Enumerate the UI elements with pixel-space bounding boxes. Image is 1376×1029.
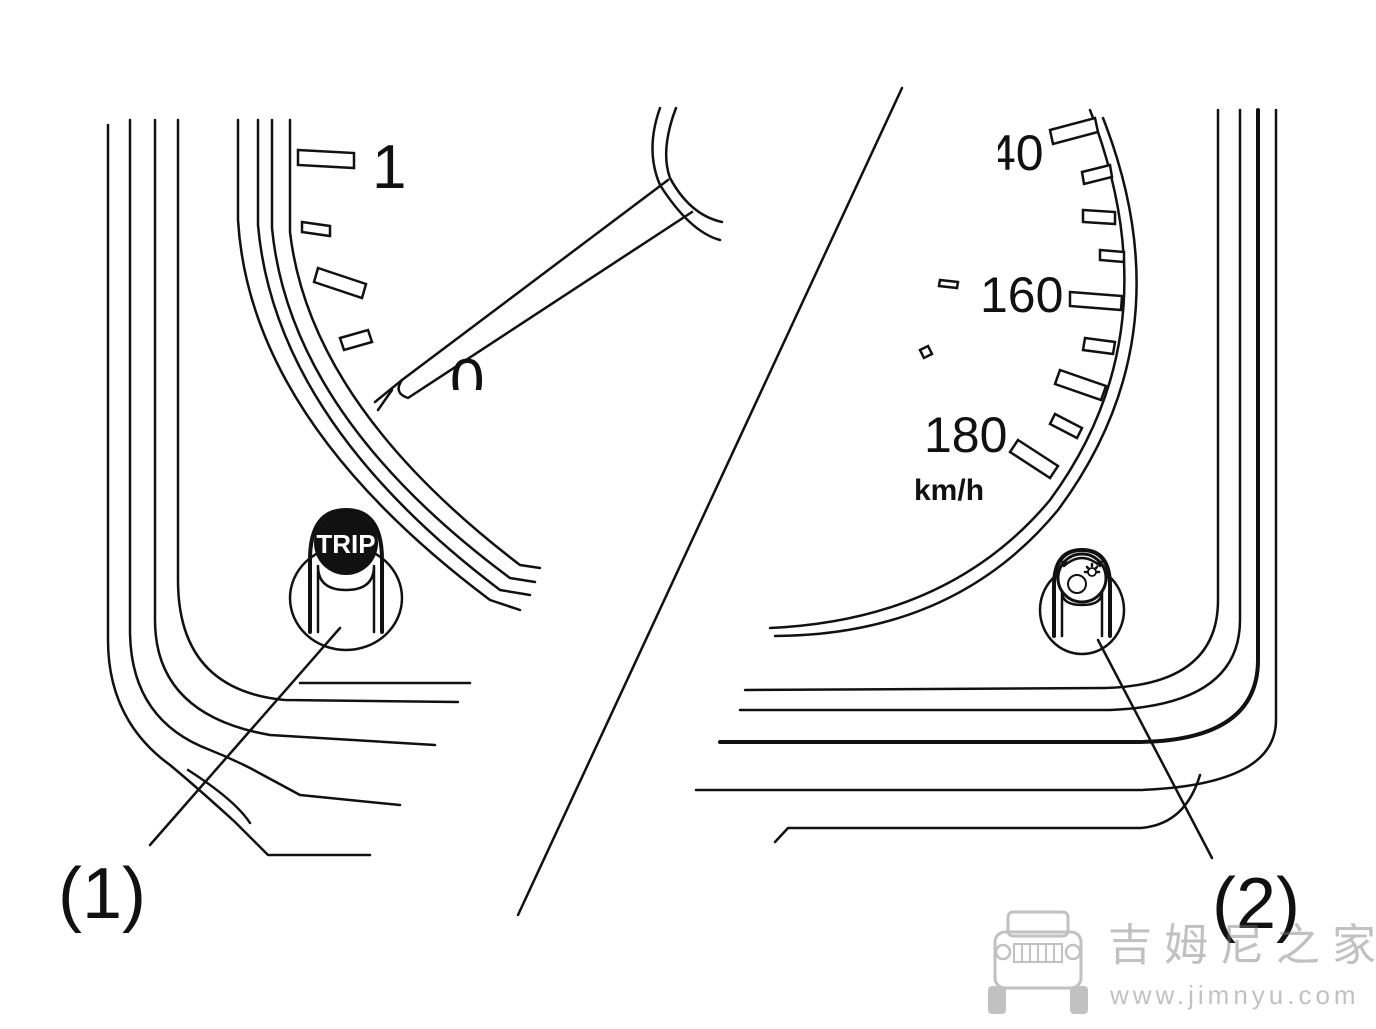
tachometer-dial <box>236 106 724 612</box>
speed-label-180: 180 <box>924 407 1007 463</box>
speed-unit: km/h <box>914 474 984 507</box>
tachometer-ticks <box>296 148 374 352</box>
tick-major <box>296 148 356 170</box>
speedometer-dial <box>768 108 1138 638</box>
jeep-logo-icon <box>988 910 1088 1014</box>
illumination-button[interactable] <box>1038 548 1126 656</box>
tachometer-needle <box>397 178 694 400</box>
tick-major <box>312 266 368 300</box>
callout-1-label: (1) <box>58 854 146 934</box>
tach-label-0: 0 <box>450 347 484 416</box>
tick-minor <box>338 328 374 352</box>
speed-label-40-clip: 40 <box>988 125 1044 181</box>
speed-label-160: 160 <box>980 267 1063 323</box>
trip-button[interactable]: TRIP <box>288 508 404 652</box>
tick-minor <box>300 220 332 238</box>
callout-2-label: (2) <box>1212 864 1300 944</box>
illumination-button-shaft <box>1052 548 1112 638</box>
callout-1-leader <box>148 626 342 847</box>
watermark-url: www.jimnyu.com <box>1109 980 1360 1010</box>
needle-hub <box>664 106 724 224</box>
callout-2-leader <box>1096 638 1214 860</box>
tach-label-1: 1 <box>372 133 406 202</box>
trip-button-cap <box>314 511 378 575</box>
right-bezel <box>694 108 1278 844</box>
split-line <box>516 86 904 917</box>
speed-label-40: 40 <box>988 125 1044 181</box>
illumination-control-icon <box>1056 552 1108 604</box>
watermark: 吉姆尼之家 www.jimnyu.com <box>988 910 1376 1014</box>
left-bezel <box>106 118 472 857</box>
watermark-cn: 吉姆尼之家 <box>1108 921 1376 970</box>
speedometer-ticks <box>918 116 1126 480</box>
trip-button-shaft <box>308 508 384 634</box>
trip-button-label: TRIP <box>316 529 375 559</box>
tach-label-0-clip: 0 <box>450 347 484 416</box>
